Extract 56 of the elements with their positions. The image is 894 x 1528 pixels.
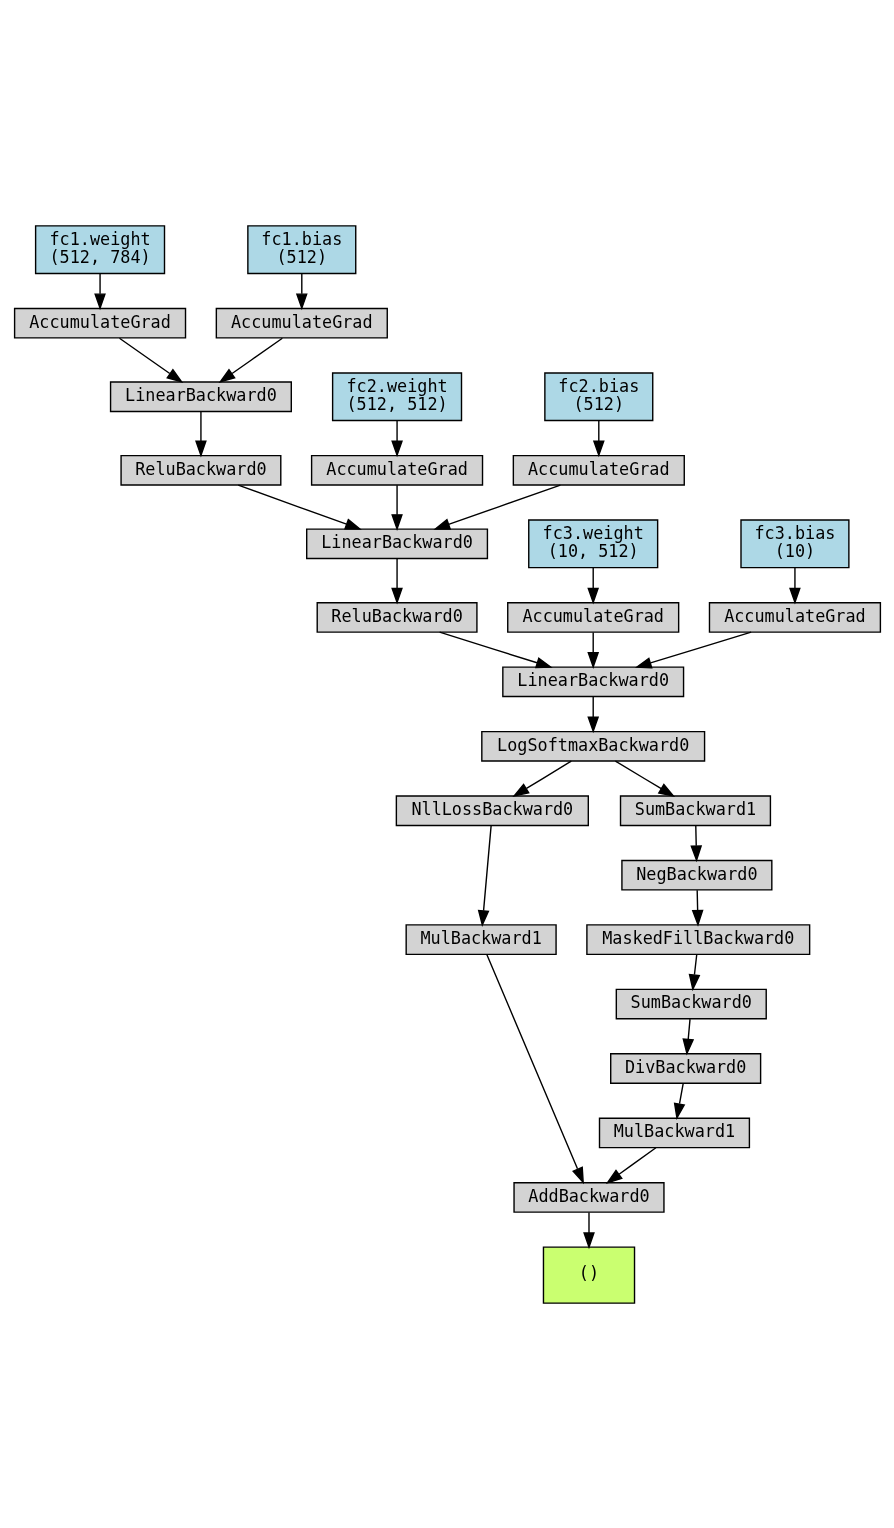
node-box: LinearBackward0 — [109, 380, 292, 412]
node-box: AccumulateGrad — [708, 601, 881, 633]
arrow — [237, 484, 362, 530]
node-box: MaskedFillBackward0 — [585, 923, 810, 955]
node-box: AccumulateGrad — [512, 454, 685, 486]
arrow — [605, 1146, 657, 1184]
node-box: LinearBackward0 — [305, 527, 488, 559]
arrow — [295, 272, 308, 310]
arrow — [194, 410, 207, 457]
node-box: NegBackward0 — [620, 859, 773, 891]
node-box: MulBackward1 — [598, 1117, 750, 1148]
arrow — [586, 695, 599, 733]
node-box: fc2.weight (512, 512) — [331, 371, 462, 421]
arrow — [432, 484, 561, 530]
arrow — [485, 953, 584, 1184]
node-box: fc3.bias (10) — [739, 518, 850, 568]
arrow — [592, 419, 605, 457]
node-box: AccumulateGrad — [506, 601, 679, 633]
node-box: LogSoftmaxBackward0 — [480, 730, 705, 762]
arrow — [688, 953, 700, 991]
node-box: fc1.bias (512) — [246, 224, 356, 274]
arrow — [681, 1017, 694, 1056]
arrow — [582, 1211, 595, 1249]
arrow — [218, 337, 283, 383]
arrow — [118, 337, 183, 383]
arrow — [673, 1082, 685, 1120]
node-box: MulBackward1 — [404, 923, 557, 955]
node-box: SumBackward1 — [619, 794, 771, 826]
arrow — [586, 566, 599, 604]
arrow — [477, 824, 492, 927]
node-box: ReluBackward0 — [119, 454, 281, 486]
node-box: ReluBackward0 — [316, 601, 478, 633]
node-box: AddBackward0 — [512, 1181, 665, 1213]
node-box: LinearBackward0 — [501, 665, 684, 697]
node-box: fc3.weight (10, 512) — [527, 518, 658, 568]
arrow — [93, 272, 106, 310]
arrow — [438, 630, 553, 668]
node-box: fc1.weight (512, 784) — [34, 224, 165, 274]
arrow — [390, 484, 403, 531]
arrow — [390, 419, 403, 457]
arrow — [689, 824, 702, 862]
node-box: () — [542, 1245, 635, 1304]
node-box: NllLossBackward0 — [395, 794, 589, 826]
node-box: AccumulateGrad — [13, 307, 186, 339]
arrow — [634, 630, 752, 668]
node-box: AccumulateGrad — [215, 307, 388, 339]
node-box: DivBackward0 — [609, 1052, 761, 1084]
arrow — [390, 557, 403, 604]
node-box: SumBackward0 — [615, 988, 767, 1019]
arrow — [788, 566, 801, 604]
arrow — [614, 759, 675, 797]
arrow — [511, 759, 572, 797]
arrow — [691, 889, 703, 927]
node-box: fc2.bias (512) — [543, 371, 653, 421]
node-box: AccumulateGrad — [310, 454, 483, 486]
arrow — [586, 631, 599, 669]
